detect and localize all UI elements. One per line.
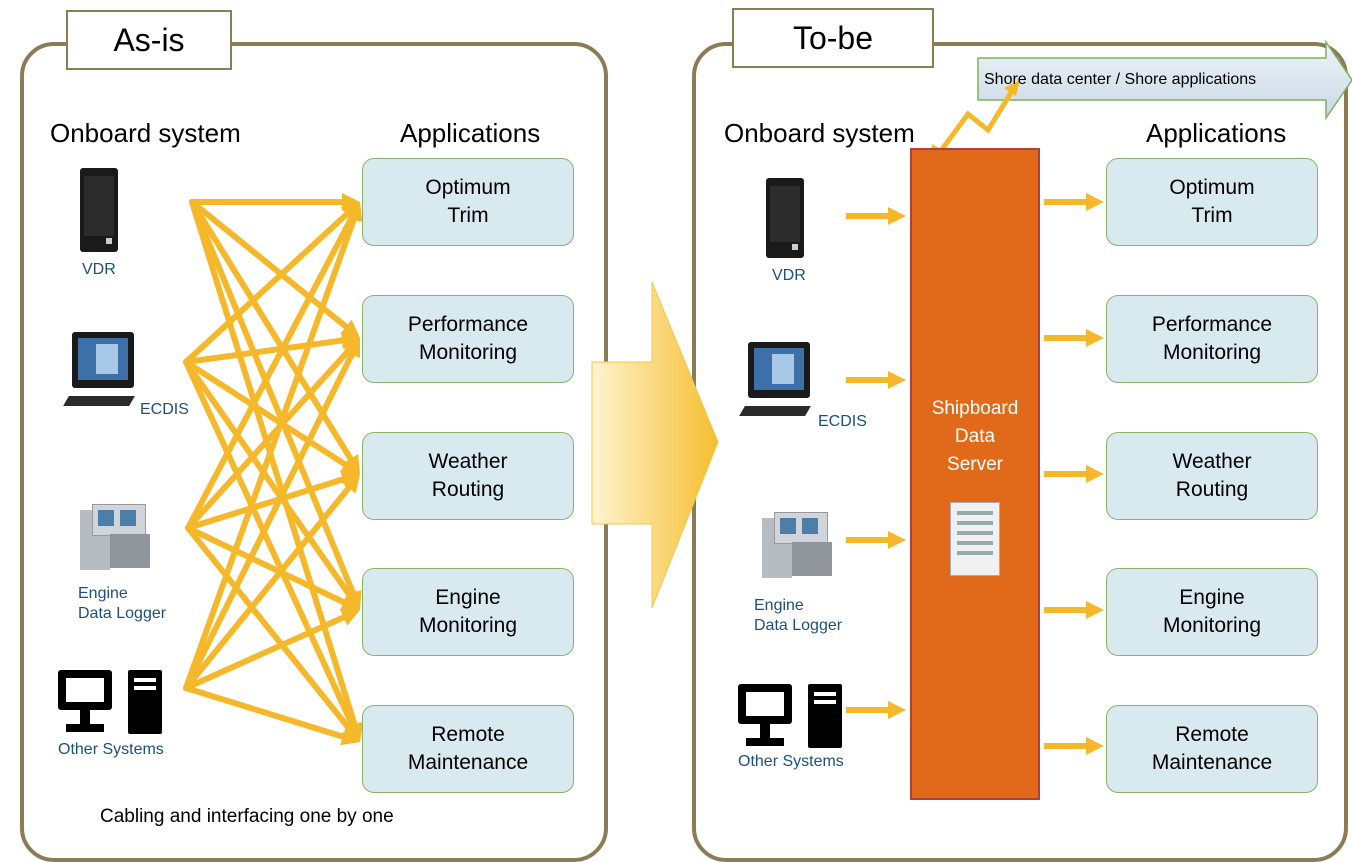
tobe-app-connector-2-head [1086,465,1104,483]
tobe-app-label: Performance Monitoring [1151,313,1273,364]
asis-connector-1-2 [183,359,348,468]
asis-connector-3-3 [183,614,347,691]
asis-connector-1-3 [183,359,353,599]
asis-connector-3-2 [183,484,352,691]
asis-connector-2-0 [185,214,355,531]
asis-connector-3-4-head [340,728,360,746]
tobe-app-label: Engine Monitoring [1162,586,1262,637]
tobe-app-connector-3-head [1086,601,1104,619]
server-label: Shipboard Data Server [931,398,1019,475]
tobe-device-connector-1-head [888,371,906,389]
asis-connector-2-4 [185,525,352,731]
vdr-icon [766,178,804,258]
asis-connector-1-2-head [339,456,360,474]
asis-connector-2-4-head [341,722,360,742]
asis-connector-3-4 [183,685,346,740]
asis-app-optimum-trim: Optimum Trim [362,158,574,246]
asis-connector-2-1 [185,348,351,531]
vdr-icon [80,168,118,252]
tobe-onboard-header: Onboard system [724,118,915,148]
asis-apps-header: Applications [400,118,541,148]
tobe-app-optimum-trim: Optimum Trim [1106,158,1318,246]
asis-device-label-vdr: VDR [82,261,116,278]
engine-data-logger-icon [762,512,834,578]
transition-arrow-icon [591,281,719,609]
asis-connector-3-0 [183,215,357,691]
asis-connector-0-4 [189,199,358,728]
asis-app-remote-maintenance: Remote Maintenance [362,705,574,793]
other-systems-icon [738,684,844,750]
shore-arrow-icon [977,39,1352,121]
asis-device-label-other: Other Systems [58,741,164,758]
asis-app-label: Performance Monitoring [407,313,529,364]
tobe-tag-label: To-be [792,19,874,56]
tobe-app-connector-1-head [1086,329,1104,347]
asis-app-label: Engine Monitoring [418,586,518,637]
asis-connector-3-1 [183,351,355,691]
asis-app-performance-monitoring: Performance Monitoring [362,295,574,383]
asis-connector-3-2-head [341,474,360,494]
asis-onboard-header: Onboard system [50,118,241,148]
asis-connector-1-1 [183,337,346,365]
tobe-device-label-ecdis: ECDIS [818,413,867,430]
tobe-tag: To-be [732,8,934,68]
tobe-device-connector-2-head [888,531,906,549]
shipboard-data-server: Shipboard Data Server [910,148,1040,800]
asis-connector-0-3 [189,199,357,597]
connector-layer [183,39,1352,755]
asis-device-label-ecdis: ECDIS [140,401,189,418]
asis-tag: As-is [66,10,232,70]
tobe-device-label-vdr: VDR [772,267,806,284]
tobe-app-performance-monitoring: Performance Monitoring [1106,295,1318,383]
engine-data-logger-icon [80,504,152,570]
tobe-app-remote-maintenance: Remote Maintenance [1106,705,1318,793]
asis-connector-3-0-head [345,202,363,222]
tobe-apps-header: Applications [1146,118,1287,148]
tobe-app-connector-0-head [1086,193,1104,211]
shore-label: Shore data center / Shore applications [984,71,1257,88]
asis-note: Cabling and interfacing one by one [100,806,394,827]
server-unit-icon [950,502,1000,576]
asis-connector-3-3-head [339,609,360,626]
asis-connector-3-1-head [343,338,361,359]
tobe-app-weather-routing: Weather Routing [1106,432,1318,520]
ecdis-icon [63,332,138,414]
asis-connector-2-3-head [339,594,360,611]
asis-app-weather-routing: Weather Routing [362,432,574,520]
asis-tag-label: As-is [113,21,185,58]
ecdis-icon [739,342,814,424]
asis-connector-2-3 [185,525,347,606]
asis-connector-1-0 [183,211,350,365]
asis-app-engine-monitoring: Engine Monitoring [362,568,574,656]
asis-connector-1-4 [183,359,356,729]
asis-app-label: Remote Maintenance [407,723,529,774]
asis-app-label: Weather Routing [428,450,508,501]
tobe-app-label: Optimum Trim [1169,176,1255,227]
tobe-device-label-engine: Engine Data Logger [754,597,843,634]
asis-device-label-engine: Engine Data Logger [78,585,167,622]
tobe-device-connector-3-head [888,701,906,719]
tobe-app-engine-monitoring: Engine Monitoring [1106,568,1318,656]
tobe-device-connector-0-head [888,207,906,225]
tobe-app-connector-4-head [1086,737,1104,755]
tobe-app-label: Weather Routing [1172,450,1252,501]
tobe-device-label-other: Other Systems [738,753,844,770]
asis-connector-2-2 [185,476,346,531]
asis-app-label: Optimum Trim [425,176,511,227]
tobe-app-label: Remote Maintenance [1151,723,1273,774]
other-systems-icon [58,670,164,736]
